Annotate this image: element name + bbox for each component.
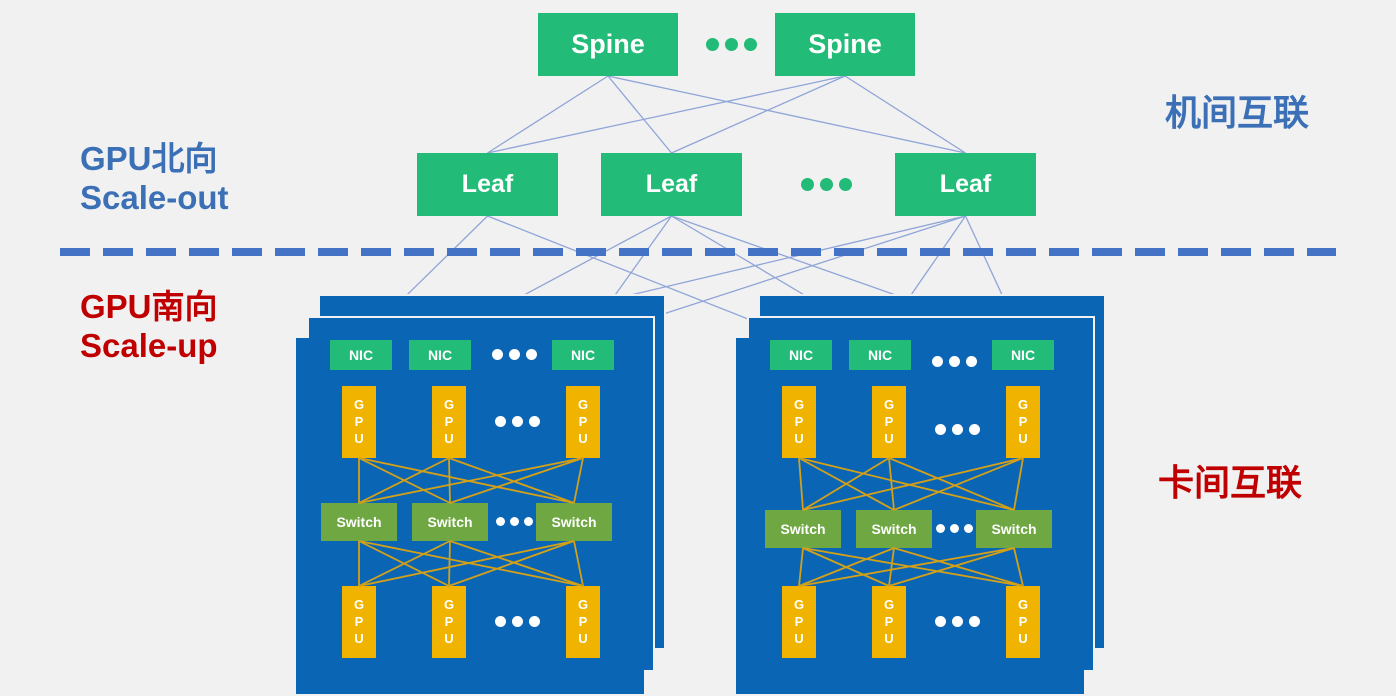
nic-1[interactable]: NIC [770, 340, 832, 370]
nic-1[interactable]: NIC [330, 340, 392, 370]
switch-2[interactable]: Switch [412, 503, 488, 541]
switch-ellipsis [936, 524, 973, 533]
switch-1[interactable]: Switch [765, 510, 841, 548]
spine-leaf-link [487, 75, 846, 154]
spine-ellipsis [706, 38, 757, 51]
spine-leaf-link [844, 75, 966, 154]
spine-leaf-link [607, 75, 966, 154]
spine-node-2[interactable]: Spine [775, 13, 915, 76]
leaf-node-2[interactable]: Leaf [601, 153, 742, 216]
gpu-top-3[interactable]: GPU [1006, 386, 1040, 458]
gpu-top-ellipsis [495, 416, 540, 427]
label-inter-machine-interconnect: 机间互联 [1165, 92, 1310, 133]
spine-node-1[interactable]: Spine [538, 13, 678, 76]
switch-ellipsis [496, 517, 533, 526]
leaf-node-1[interactable]: Leaf [417, 153, 558, 216]
nic-2[interactable]: NIC [849, 340, 911, 370]
gpu-top-1[interactable]: GPU [782, 386, 816, 458]
scale-domain-divider [60, 248, 1336, 256]
spine-leaf-link [487, 75, 609, 154]
switch-2[interactable]: Switch [856, 510, 932, 548]
gpu-bottom-1[interactable]: GPU [782, 586, 816, 658]
gpu-bottom-2[interactable]: GPU [872, 586, 906, 658]
leaf-node-3[interactable]: Leaf [895, 153, 1036, 216]
label-inter-card-interconnect: 卡间互联 [1158, 462, 1303, 503]
switch-3[interactable]: Switch [976, 510, 1052, 548]
switch-3[interactable]: Switch [536, 503, 612, 541]
spine-leaf-link [607, 75, 673, 154]
gpu-bottom-ellipsis [935, 616, 980, 627]
gpu-top-2[interactable]: GPU [872, 386, 906, 458]
gpu-top-ellipsis [935, 424, 980, 435]
nic-ellipsis [492, 349, 537, 360]
nic-ellipsis [932, 356, 977, 367]
gpu-top-2[interactable]: GPU [432, 386, 466, 458]
nic-3[interactable]: NIC [992, 340, 1054, 370]
nic-3[interactable]: NIC [552, 340, 614, 370]
leaf-ellipsis [801, 178, 852, 191]
gpu-bottom-2[interactable]: GPU [432, 586, 466, 658]
gpu-bottom-1[interactable]: GPU [342, 586, 376, 658]
label-gpu-southbound-scaleup: GPU南向 Scale-up [80, 288, 218, 364]
label-gpu-northbound-scaleout: GPU北向 Scale-out [80, 140, 229, 216]
gpu-bottom-ellipsis [495, 616, 540, 627]
gpu-bottom-3[interactable]: GPU [566, 586, 600, 658]
nic-2[interactable]: NIC [409, 340, 471, 370]
gpu-top-1[interactable]: GPU [342, 386, 376, 458]
switch-1[interactable]: Switch [321, 503, 397, 541]
gpu-top-3[interactable]: GPU [566, 386, 600, 458]
spine-leaf-link [671, 75, 846, 154]
gpu-bottom-3[interactable]: GPU [1006, 586, 1040, 658]
